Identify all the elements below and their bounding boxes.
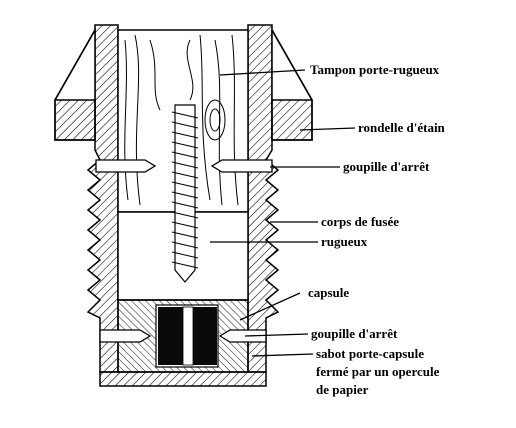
capsule — [158, 306, 217, 366]
rugueux-screw — [171, 104, 199, 283]
label-rondelle: rondelle d'étain — [358, 120, 446, 135]
leader-lines — [210, 69, 356, 357]
label-corps: corps de fusée — [321, 214, 399, 229]
label-sabot-line2: fermé par un opercule — [316, 364, 440, 379]
label-capsule: capsule — [308, 285, 349, 300]
rondelle-flange — [54, 27, 313, 141]
fuse-base — [99, 371, 267, 387]
label-sabot-line1: sabot porte-capsule — [316, 346, 424, 361]
label-rugueux: rugueux — [321, 234, 368, 249]
label-tampon: Tampon porte-rugueux — [310, 62, 440, 77]
label-goupille-bottom: goupille d'arrêt — [311, 326, 398, 341]
lower-stop-pins — [99, 329, 267, 343]
label-goupille-top: goupille d'arrêt — [343, 159, 430, 174]
upper-stop-pins — [95, 159, 273, 173]
label-sabot-line3: de papier — [316, 382, 369, 397]
